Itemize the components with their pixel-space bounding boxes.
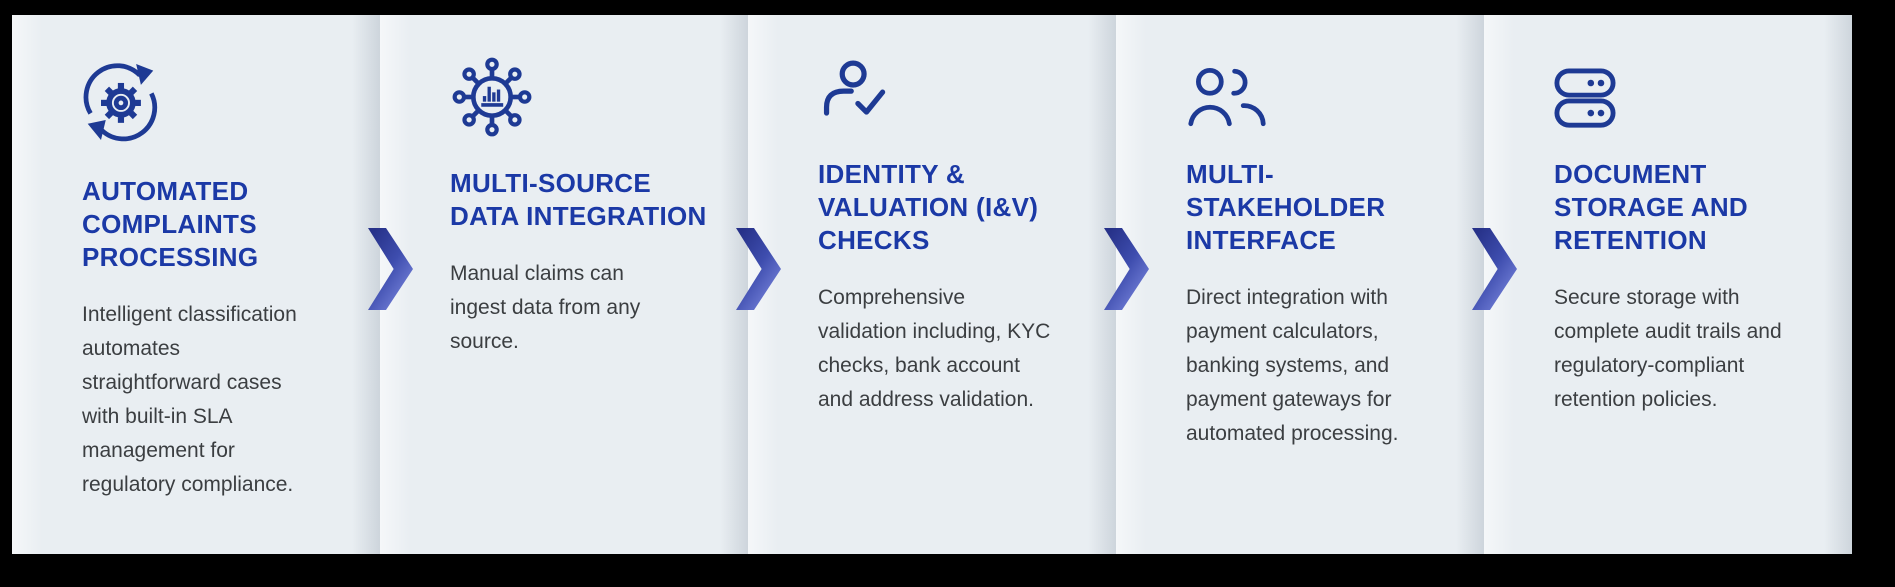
card-description: Direct integration with payment calculat…: [1186, 286, 1399, 445]
card-title: MULTI- STAKEHOLDER INTERFACE: [1186, 159, 1386, 255]
card-title: AUTOMATED COMPLAINTS PROCESSING: [82, 176, 259, 272]
card-title: IDENTITY & VALUATION (I&V) CHECKS: [818, 159, 1039, 255]
card-identity-valuation-checks: IDENTITY & VALUATION (I&V) CHECKS Compre…: [748, 15, 1116, 554]
card-automated-complaints-processing: AUTOMATED COMPLAINTS PROCESSING Intellig…: [12, 15, 380, 554]
card-title: MULTI-SOURCE DATA INTEGRATION: [450, 168, 707, 231]
person-check-icon: [818, 55, 1090, 130]
card-description: Intelligent classification automates str…: [82, 303, 297, 496]
people-icon: [1186, 55, 1458, 130]
card-document-storage-retention: DOCUMENT STORAGE AND RETENTION Secure st…: [1484, 15, 1852, 554]
card-row: AUTOMATED COMPLAINTS PROCESSING Intellig…: [12, 15, 1852, 554]
card-description: Manual claims can ingest data from any s…: [450, 262, 641, 353]
card-multi-stakeholder-interface: MULTI- STAKEHOLDER INTERFACE Direct inte…: [1116, 15, 1484, 554]
data-network-icon: [450, 55, 722, 139]
sync-gear-icon: [82, 55, 354, 147]
card-title: DOCUMENT STORAGE AND RETENTION: [1554, 159, 1748, 255]
card-description: Secure storage with complete audit trail…: [1554, 286, 1782, 411]
server-storage-icon: [1554, 55, 1826, 130]
card-description: Comprehensive validation including, KYC …: [818, 286, 1051, 411]
card-multi-source-data-integration: MULTI-SOURCE DATA INTEGRATION Manual cla…: [380, 15, 748, 554]
